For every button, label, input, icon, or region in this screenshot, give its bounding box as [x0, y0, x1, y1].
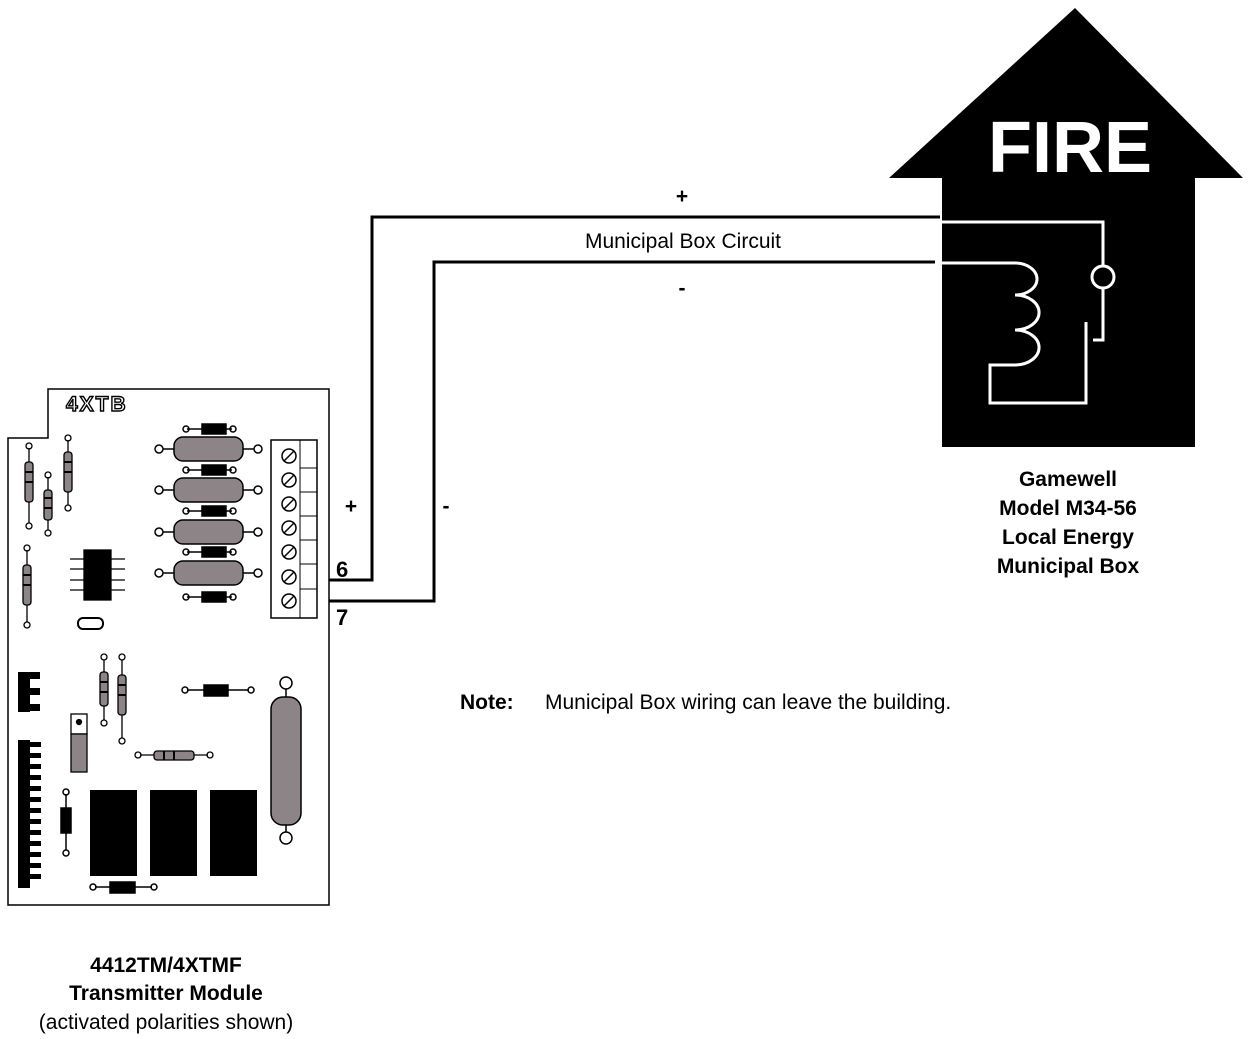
minus-wire: [320, 260, 935, 603]
transistor: [70, 713, 88, 773]
diode-vertical: [60, 788, 72, 857]
terminal-7-label: 7: [336, 605, 348, 630]
resistors-lower: [99, 653, 127, 745]
fire-sign-text: FIRE: [988, 108, 1152, 188]
switch-return: [988, 345, 1088, 405]
plus-top-label: +: [676, 185, 688, 208]
capacitor-large: [270, 676, 302, 845]
fire-box-caption-3: Local Energy: [1002, 526, 1134, 549]
minus-vertical-label: -: [443, 495, 450, 518]
capacitors: [154, 436, 263, 586]
ic-chip: [70, 549, 125, 630]
terminal-6-label: 6: [336, 557, 348, 582]
fire-box-caption-2: Model M34-56: [999, 497, 1137, 520]
relay-coil-icon: [1014, 261, 1041, 367]
circuit-label: Municipal Box Circuit: [585, 230, 781, 253]
fire-alarm-box: FIRE: [889, 8, 1243, 447]
module-caption-2: Transmitter Module: [69, 982, 263, 1005]
note-text: Municipal Box wiring can leave the build…: [545, 691, 951, 714]
fire-box-caption-1: Gamewell: [1019, 468, 1117, 491]
fire-box-arrow-shape: [889, 8, 1243, 447]
diode-bottom: [89, 881, 158, 894]
connector-small: [18, 672, 40, 712]
diode-middle: [181, 684, 255, 697]
box-internal-circuit: [940, 220, 1116, 405]
minus-top-label: -: [679, 277, 686, 300]
plus-wire: [320, 215, 940, 582]
resistors-vertical: [22, 434, 73, 629]
diodes: [182, 423, 237, 603]
module-caption-1: 4412TM/4XTMF: [90, 954, 242, 977]
circuit-wires: [320, 215, 940, 603]
note-label: Note:: [460, 691, 514, 714]
contact-lower-wire: [1093, 288, 1105, 342]
terminal-block: [270, 439, 318, 619]
relays: [90, 790, 257, 876]
module-caption-3: (activated polarities shown): [39, 1011, 293, 1034]
transmitter-module-board: 4XTB 6 7: [7, 388, 348, 906]
board-outline: [7, 388, 330, 906]
connector-long: [18, 740, 41, 888]
plus-internal-wire: [940, 220, 1105, 266]
resistor-horizontal: [134, 750, 214, 761]
board-silkscreen-label: 4XTB: [66, 393, 128, 416]
fire-box-caption-4: Municipal Box: [997, 555, 1140, 578]
plus-vertical-label: +: [345, 495, 357, 518]
terminal-screws: [281, 448, 297, 609]
